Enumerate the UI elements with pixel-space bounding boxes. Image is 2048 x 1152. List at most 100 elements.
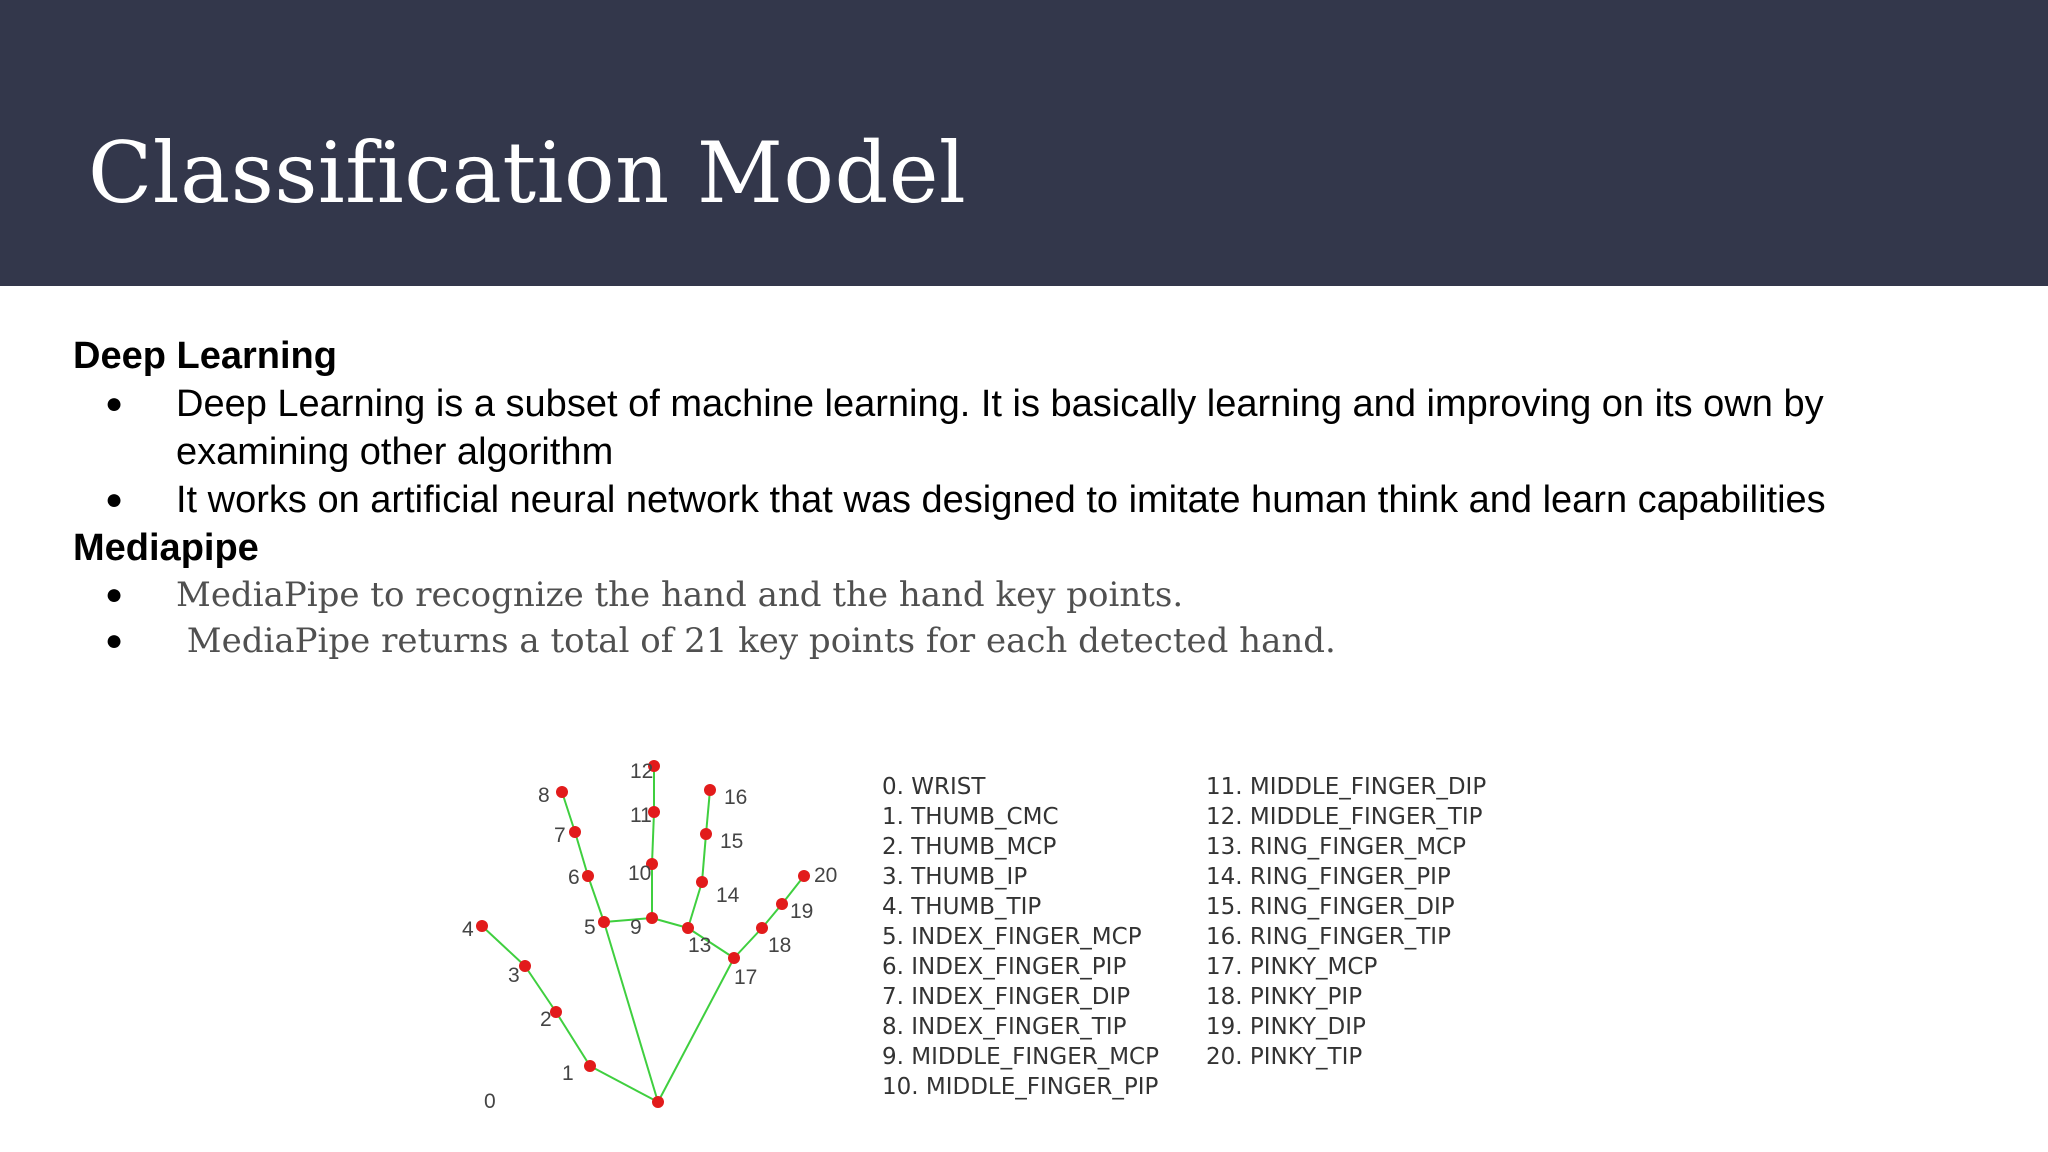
hand-bone-line: [657, 957, 735, 1103]
landmark-point-3: [519, 960, 531, 972]
landmark-point-5: [598, 916, 610, 928]
landmark-number-20: 20: [814, 864, 837, 887]
landmark-name: 19. PINKY_DIP: [1206, 1014, 1366, 1040]
landmark-number-13: 13: [688, 934, 711, 957]
landmark-name: 10. MIDDLE_FINGER_PIP: [882, 1074, 1158, 1100]
hand-bone-line: [701, 833, 707, 883]
bullet-item: ● MediaPipe returns a total of 21 key po…: [73, 618, 1876, 664]
bullet-text: Deep Learning is a subset of machine lea…: [176, 383, 1824, 473]
landmark-number-4: 4: [462, 918, 474, 941]
hand-bone-line: [651, 811, 655, 865]
bullet-dot: ●: [105, 624, 124, 657]
landmark-name: 8. INDEX_FINGER_TIP: [882, 1014, 1127, 1040]
hand-bone-line: [651, 917, 689, 929]
landmark-point-0: [652, 1096, 664, 1108]
landmark-point-9: [646, 912, 658, 924]
landmark-number-7: 7: [554, 824, 566, 847]
landmark-number-2: 2: [540, 1008, 552, 1031]
hand-bone-line: [555, 1011, 591, 1067]
hand-bone-line: [561, 791, 576, 833]
title-banner: Classification Model: [0, 0, 2048, 286]
hand-bone-line: [574, 831, 589, 877]
landmark-number-0: 0: [484, 1090, 496, 1113]
landmark-point-13: [682, 922, 694, 934]
landmark-name: 18. PINKY_PIP: [1206, 984, 1362, 1010]
landmark-name: 7. INDEX_FINGER_DIP: [882, 984, 1130, 1010]
landmark-name: 12. MIDDLE_FINGER_TIP: [1206, 804, 1483, 830]
bullet-item: ● It works on artificial neural network t…: [73, 476, 1876, 524]
slide-title: Classification Model: [88, 124, 967, 222]
mediapipe-bullets: ● MediaPipe to recognize the hand and the…: [73, 572, 1973, 664]
landmark-point-16: [704, 784, 716, 796]
landmark-name: 0. WRIST: [882, 774, 986, 800]
landmark-number-8: 8: [538, 784, 550, 807]
hand-bone-line: [705, 789, 711, 835]
hand-bone-line: [687, 927, 735, 959]
landmark-point-1: [584, 1060, 596, 1072]
landmark-point-4: [476, 920, 488, 932]
landmark-name: 1. THUMB_CMC: [882, 804, 1059, 830]
landmark-point-17: [728, 952, 740, 964]
landmark-point-18: [756, 922, 768, 934]
bullet-text: MediaPipe to recognize the hand and the …: [176, 575, 1184, 615]
section-heading-deep-learning: Deep Learning: [73, 335, 337, 377]
landmark-number-12: 12: [630, 760, 653, 783]
landmark-number-16: 16: [724, 786, 747, 809]
landmark-name: 3. THUMB_IP: [882, 864, 1027, 890]
landmark-point-11: [648, 806, 660, 818]
landmark-point-10: [646, 858, 658, 870]
bullet-text: MediaPipe returns a total of 21 key poin…: [176, 621, 1336, 661]
bullet-text: It works on artificial neural network th…: [176, 479, 1826, 521]
landmark-number-19: 19: [790, 900, 813, 923]
hand-bone-line: [587, 875, 605, 923]
landmark-name: 5. INDEX_FINGER_MCP: [882, 924, 1142, 950]
landmark-number-3: 3: [508, 964, 520, 987]
bullet-dot: ●: [105, 387, 124, 420]
landmark-name: 6. INDEX_FINGER_PIP: [882, 954, 1126, 980]
landmark-number-11: 11: [630, 804, 652, 827]
bullet-item: ● Deep Learning is a subset of machine le…: [73, 380, 1876, 476]
landmark-number-9: 9: [630, 916, 642, 939]
landmark-point-20: [798, 870, 810, 882]
landmark-number-5: 5: [584, 916, 596, 939]
hand-bone-line: [524, 965, 557, 1013]
landmark-name: 11. MIDDLE_FINGER_DIP: [1206, 774, 1486, 800]
landmark-point-2: [550, 1006, 562, 1018]
landmark-point-12: [648, 760, 660, 772]
landmark-point-14: [696, 876, 708, 888]
landmark-point-7: [569, 826, 581, 838]
landmark-number-6: 6: [568, 866, 580, 889]
hand-bone-line: [481, 925, 526, 967]
slide-body: Deep Learning ● Deep Learning is a subset…: [73, 332, 1973, 664]
hand-bone-line: [589, 1065, 659, 1103]
hand-bone-line: [603, 921, 659, 1103]
hand-bone-line: [687, 881, 703, 929]
landmark-name: 20. PINKY_TIP: [1206, 1044, 1362, 1070]
landmark-number-14: 14: [716, 884, 740, 907]
landmark-name: 17. PINKY_MCP: [1206, 954, 1377, 980]
landmark-point-8: [556, 786, 568, 798]
deep-learning-bullets: ● Deep Learning is a subset of machine le…: [73, 380, 1973, 524]
landmark-number-10: 10: [628, 862, 651, 885]
landmark-name: 2. THUMB_MCP: [882, 834, 1056, 860]
landmark-name: 9. MIDDLE_FINGER_MCP: [882, 1044, 1159, 1070]
section-heading-mediapipe: Mediapipe: [73, 527, 259, 569]
hand-bone-line: [733, 927, 763, 959]
bullet-item: ● MediaPipe to recognize the hand and the…: [73, 572, 1876, 618]
bullet-dot: ●: [105, 483, 124, 516]
landmark-number-1: 1: [562, 1062, 574, 1085]
landmark-number-18: 18: [768, 934, 791, 957]
landmark-name: 4. THUMB_TIP: [882, 894, 1041, 920]
hand-bone-line: [603, 917, 653, 923]
landmark-number-15: 15: [720, 830, 743, 853]
landmark-name: 16. RING_FINGER_TIP: [1206, 924, 1451, 950]
bullet-dot: ●: [105, 578, 124, 611]
landmark-name: 15. RING_FINGER_DIP: [1206, 894, 1455, 920]
landmark-name: 14. RING_FINGER_PIP: [1206, 864, 1451, 890]
landmark-name: 13. RING_FINGER_MCP: [1206, 834, 1466, 860]
landmark-number-17: 17: [734, 966, 757, 989]
landmark-point-19: [776, 898, 788, 910]
landmark-point-6: [582, 870, 594, 882]
